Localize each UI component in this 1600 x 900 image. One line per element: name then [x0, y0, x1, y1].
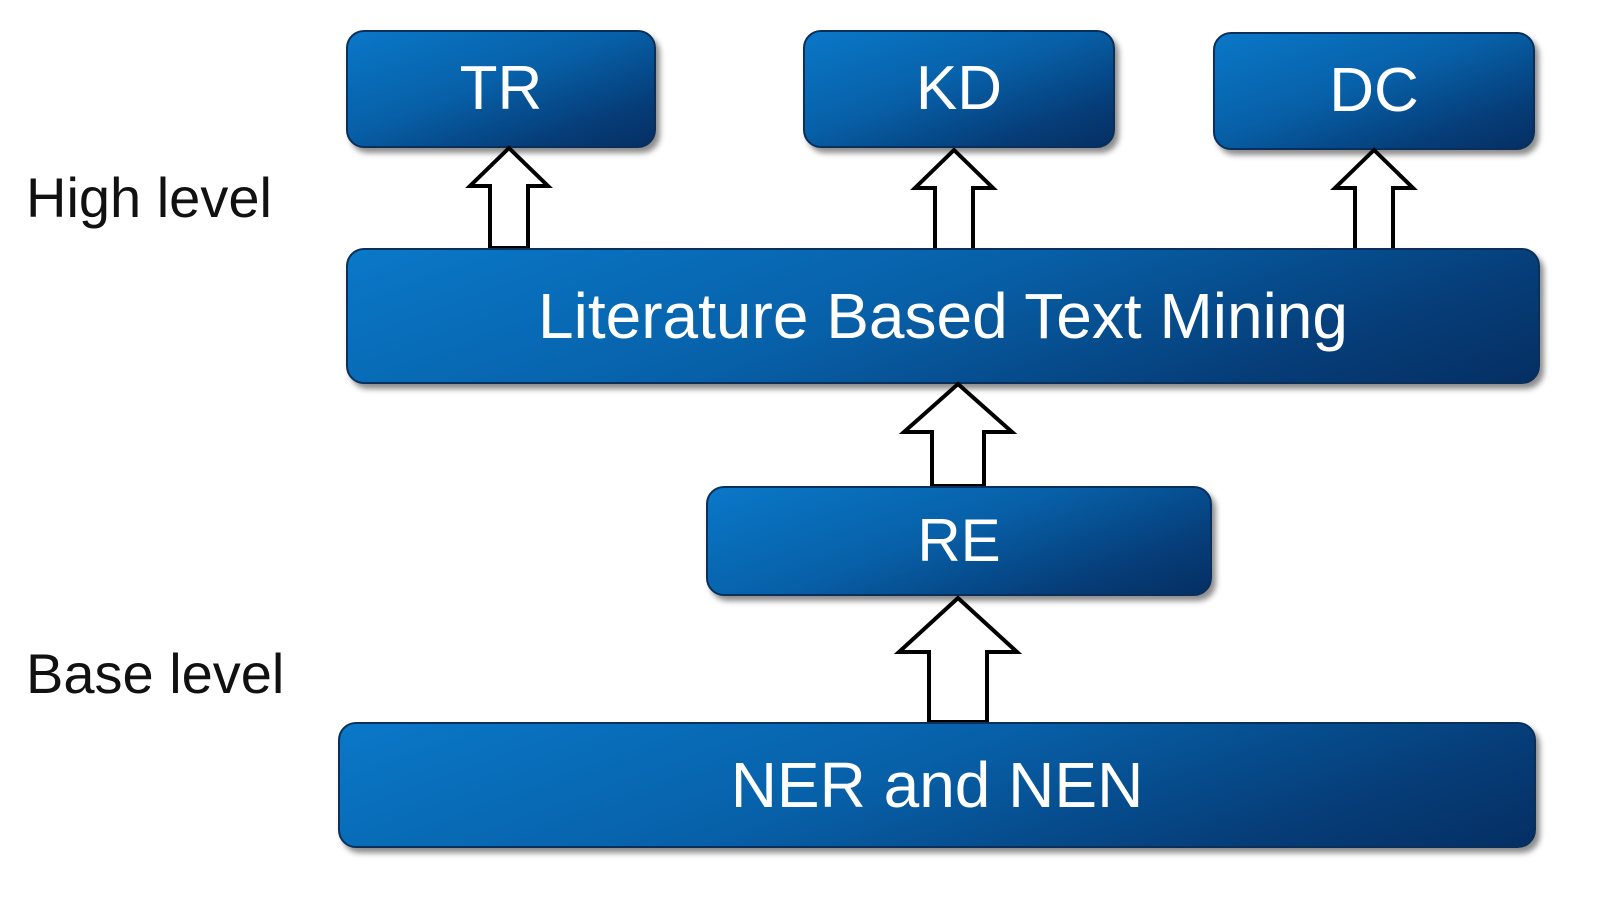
arrow-up-icon: [465, 145, 553, 250]
ner-nen-label: NER and NEN: [730, 749, 1144, 821]
kd-label: KD: [915, 54, 1003, 123]
arrow-up-icon: [898, 381, 1018, 488]
arrow-up-icon: [893, 595, 1023, 724]
dc-label: DC: [1329, 56, 1419, 125]
re-box: RE: [706, 486, 1212, 596]
tr-label: TR: [459, 54, 543, 123]
ner-nen-box: NER and NEN: [338, 722, 1536, 848]
arrow-up-icon: [910, 147, 998, 252]
dc-box: DC: [1213, 32, 1535, 150]
arrow-up-icon: [1330, 147, 1418, 252]
text-mining-box: Literature Based Text Mining: [346, 248, 1540, 384]
re-label: RE: [917, 507, 1001, 574]
kd-box: KD: [803, 30, 1115, 148]
text-mining-label: Literature Based Text Mining: [538, 280, 1348, 352]
tr-box: TR: [346, 30, 656, 148]
base-level-label: Base level: [26, 642, 285, 705]
high-level-label: High level: [26, 166, 272, 229]
